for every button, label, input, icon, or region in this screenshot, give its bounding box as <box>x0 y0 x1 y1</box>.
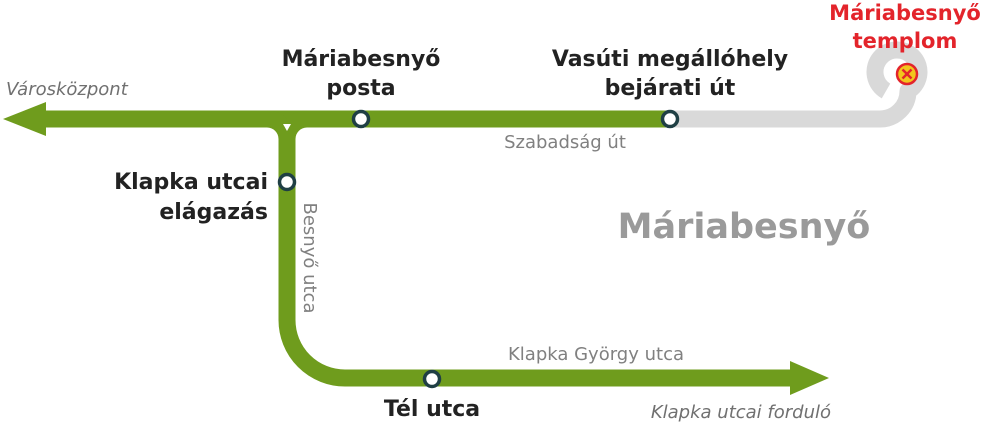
district-label: Máriabesnyő <box>618 207 871 247</box>
stop-label-tel-utca: Tél utca <box>384 397 480 422</box>
active-route <box>3 102 829 395</box>
direction-east: Klapka utcai forduló <box>651 402 831 423</box>
junction-marker-icon <box>283 124 291 131</box>
stop-label-klapka-1: Klapka utcai <box>114 170 268 195</box>
west-arrow-icon <box>3 102 46 136</box>
direction-west: Városközpont <box>6 79 129 100</box>
street-szabadsag: Szabadság út <box>504 132 626 153</box>
stop-label-vasuti-1: Vasúti megállóhely <box>552 47 788 72</box>
closed-stop-icon[interactable] <box>895 62 919 86</box>
stop-label-posta-2: posta <box>326 76 395 101</box>
stop-vasuti[interactable] <box>660 109 680 129</box>
stop-label-klapka-2: elágazás <box>159 200 268 225</box>
terminus-label-1: Máriabesnyő <box>829 1 981 25</box>
stop-posta[interactable] <box>351 109 371 129</box>
street-besnyo: Besnyő utca <box>299 203 320 314</box>
terminus-label-2: templom <box>853 29 958 53</box>
inactive-route-section <box>670 41 928 128</box>
east-arrow-icon <box>790 361 829 395</box>
stop-label-posta-1: Máriabesnyő <box>282 47 441 72</box>
stop-klapka-elagazas[interactable] <box>277 172 297 192</box>
stop-label-vasuti-2: bejárati út <box>605 76 736 101</box>
street-klapka-gyorgy: Klapka György utca <box>508 344 684 365</box>
stop-tel-utca[interactable] <box>422 369 442 389</box>
